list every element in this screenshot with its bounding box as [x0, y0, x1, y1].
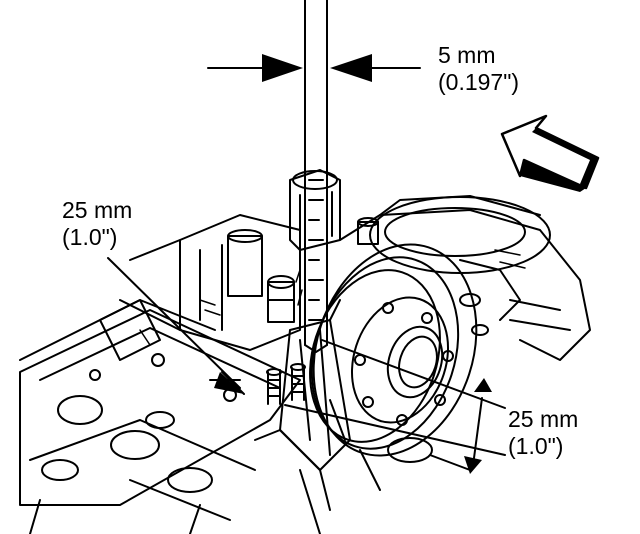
bracket-bolt — [267, 275, 295, 323]
right-offset-label: 25 mm (1.0") — [508, 406, 578, 460]
left-offset-label: 25 mm (1.0") — [62, 197, 132, 251]
cylinder-head-plate — [19, 299, 321, 534]
ruler — [304, 0, 328, 353]
gap-arrowhead-left — [262, 54, 303, 82]
gap-arrowhead-right — [330, 54, 372, 82]
right-offset-metric-text: 25 mm — [508, 406, 579, 432]
left-offset-metric-text: 25 mm — [62, 197, 133, 223]
right-offset-imperial-text: (1.0") — [508, 433, 564, 459]
gap-dimension-label: 5 mm (0.197") — [438, 42, 519, 96]
gap-imperial-text: (0.197") — [438, 69, 520, 95]
left-offset-arrowhead — [214, 372, 244, 394]
right-dimension-arrowhead-bottom — [464, 456, 482, 474]
pulley-flange — [254, 319, 471, 511]
left-offset-imperial-text: (1.0") — [62, 224, 118, 250]
pump-housing — [289, 169, 591, 361]
leader-lines — [107, 257, 506, 456]
engine-block — [99, 214, 301, 361]
gap-metric-text: 5 mm — [438, 42, 496, 68]
right-dimension-arrowhead-top — [474, 378, 492, 392]
right-dimension-arrow — [473, 397, 483, 459]
large-arrow-icon — [500, 114, 600, 192]
stud-bolts — [266, 363, 306, 405]
shading-marks — [139, 249, 526, 346]
